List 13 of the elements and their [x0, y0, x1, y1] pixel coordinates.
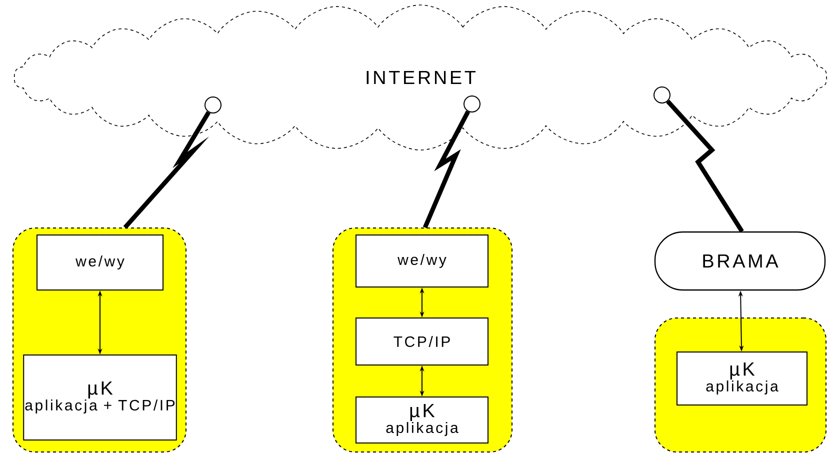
antenna-circle	[204, 96, 222, 114]
lightning-bolt	[666, 100, 744, 233]
module-box: µK aplikacja	[356, 396, 488, 444]
module-box: we/wy	[36, 234, 164, 290]
lightning-bolt	[123, 111, 211, 229]
module-box: µK aplikacja	[676, 352, 808, 406]
module-box: we/wy	[356, 234, 488, 288]
lightning-bolt	[422, 110, 470, 228]
module-box: µK aplikacja + TCP/IP	[23, 354, 177, 440]
antenna-circle	[654, 86, 670, 104]
gateway-box: BRAMA	[654, 231, 826, 291]
antenna-circle	[464, 96, 480, 112]
module-box: TCP/IP	[356, 318, 488, 366]
